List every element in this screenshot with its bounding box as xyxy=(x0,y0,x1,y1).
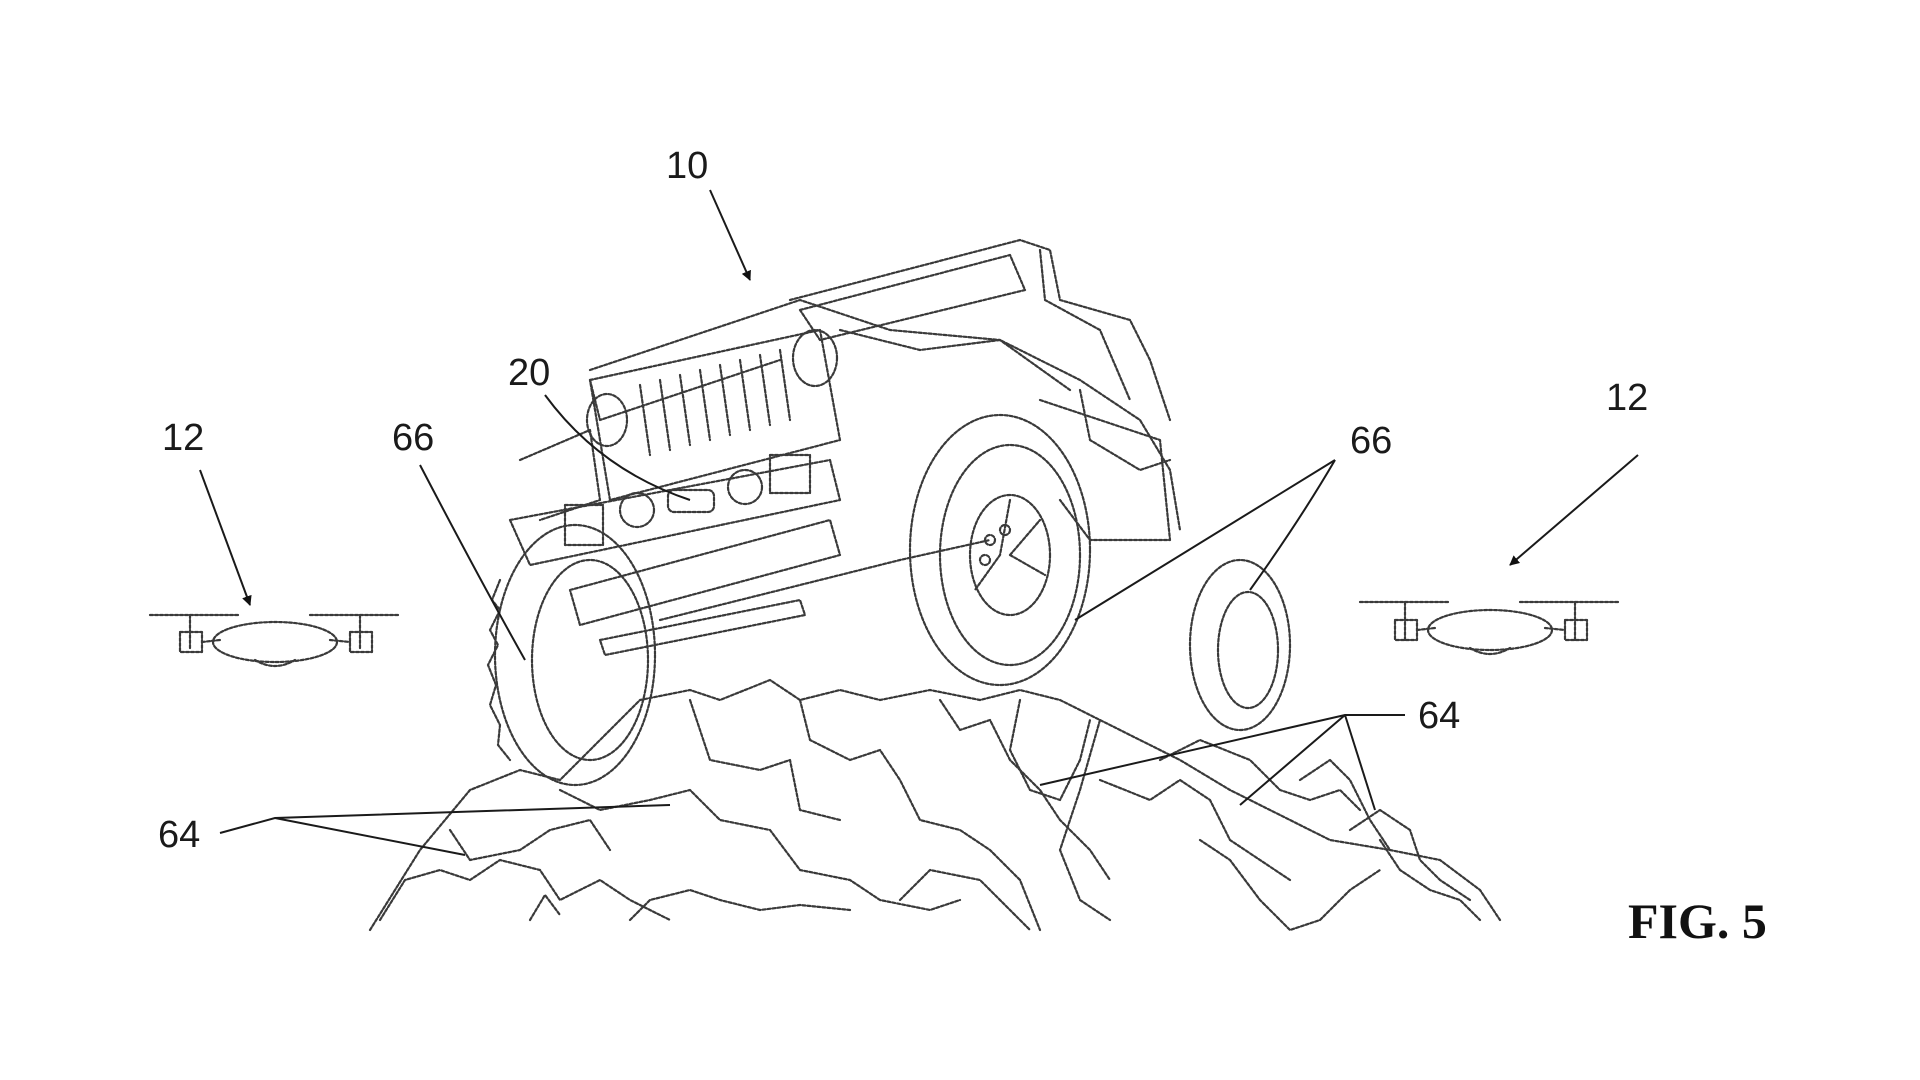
headlight-right xyxy=(791,328,839,388)
rocky-terrain xyxy=(368,678,1502,932)
tire-front-right xyxy=(908,413,1092,687)
arrow-12-right xyxy=(1509,454,1639,566)
ref-64-left: 64 xyxy=(158,814,200,856)
tire-rear-right xyxy=(1188,558,1292,732)
drone-right xyxy=(1358,600,1622,656)
ref-66-right: 66 xyxy=(1350,420,1392,462)
leader-66-left xyxy=(419,464,526,661)
leader-66-right-b xyxy=(1249,459,1336,591)
ref-10: 10 xyxy=(666,145,708,187)
leader-64-right-c xyxy=(1344,714,1376,811)
ref-64-right: 64 xyxy=(1418,695,1460,737)
leader-64-right-b xyxy=(1239,714,1346,806)
headlight-left xyxy=(585,392,629,448)
leader-66-right-a xyxy=(1074,459,1336,621)
ref-20: 20 xyxy=(508,352,550,394)
ref-66-left: 66 xyxy=(392,417,434,459)
figure-caption: FIG. 5 xyxy=(1628,893,1767,949)
off-road-vehicle xyxy=(486,238,1292,787)
tire-front-left xyxy=(486,523,657,787)
arrow-10 xyxy=(709,189,751,281)
ref-12-left: 12 xyxy=(162,417,204,459)
leader-20 xyxy=(544,394,691,501)
grille-slots xyxy=(638,348,792,457)
leader-64-left-b xyxy=(274,817,466,856)
ref-12-right: 12 xyxy=(1606,377,1648,419)
leader-lines xyxy=(199,189,1639,856)
drone-left xyxy=(148,613,402,668)
arrow-12-left xyxy=(199,469,252,606)
